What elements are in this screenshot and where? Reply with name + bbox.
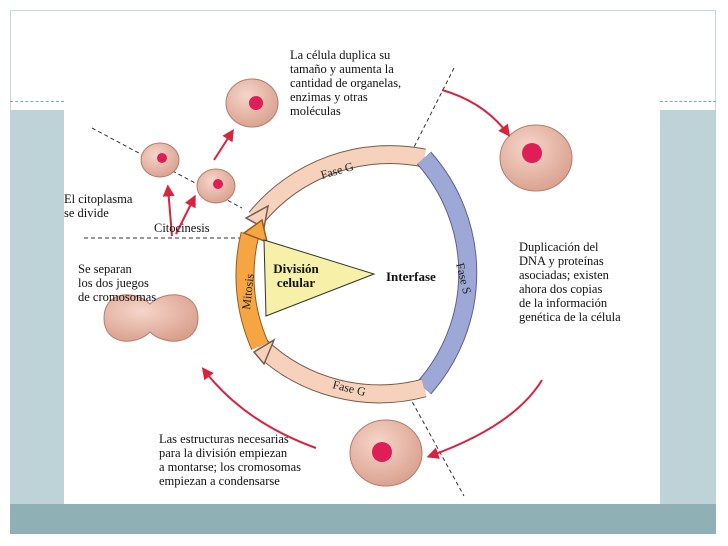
arrow-bottom-right-icon — [426, 379, 543, 459]
mitosis-label: Mitosis — [239, 273, 257, 311]
arrow-to-growing-cell-icon — [213, 128, 234, 161]
arrow-up-right-icon — [175, 194, 196, 235]
division-celular-label: División celular — [273, 261, 319, 290]
arrow-top-right-icon — [441, 89, 511, 137]
interfase-label: Interfase — [386, 269, 436, 284]
ring-arrowhead-mitosis — [242, 218, 269, 244]
nucleus-icon — [213, 179, 223, 189]
annotation-right: Duplicación del DNA y proteínas asociada… — [519, 240, 621, 324]
slide-bottom-bar — [10, 504, 716, 534]
slide-band-left — [10, 110, 64, 504]
fase-g-top-segment — [249, 146, 426, 224]
annotation-top: La célula duplica su tamaño y aumenta la… — [290, 48, 402, 118]
cell-cycle-figure: Fase G Fase S Fase G Mitosis La célula d… — [64, 28, 660, 504]
nucleus-icon — [522, 143, 542, 163]
division-wedge — [263, 239, 376, 317]
guide-line-bottom-right — [408, 395, 465, 497]
mitosis-segment — [236, 231, 268, 350]
nucleus-icon — [372, 442, 392, 462]
cell-dividing — [103, 294, 199, 342]
nucleus-icon — [249, 96, 263, 110]
annotation-bottom: Las estructuras necesarias para la divis… — [159, 432, 301, 488]
nucleus-icon — [157, 153, 167, 163]
fase-g-bottom-segment — [254, 339, 427, 403]
slide-band-right — [660, 110, 716, 504]
ring-arrowhead-bottom — [252, 338, 276, 366]
cell-cycle-diagram: Fase G Fase S Fase G Mitosis — [84, 67, 573, 497]
arrow-up-left-icon — [162, 184, 175, 237]
slide-divider-left — [10, 101, 64, 102]
guide-line-top-right — [405, 67, 455, 164]
citocinesis-label: Citocinesis — [154, 221, 210, 235]
annotation-left-top: El citoplasma se divide — [64, 192, 133, 220]
slide-divider-right — [660, 101, 716, 102]
arrow-bottom-left-icon — [201, 367, 317, 449]
annotation-left-middle: Se separan los dos juegos de cromosomas — [78, 262, 157, 304]
fase-s-segment — [417, 152, 477, 394]
